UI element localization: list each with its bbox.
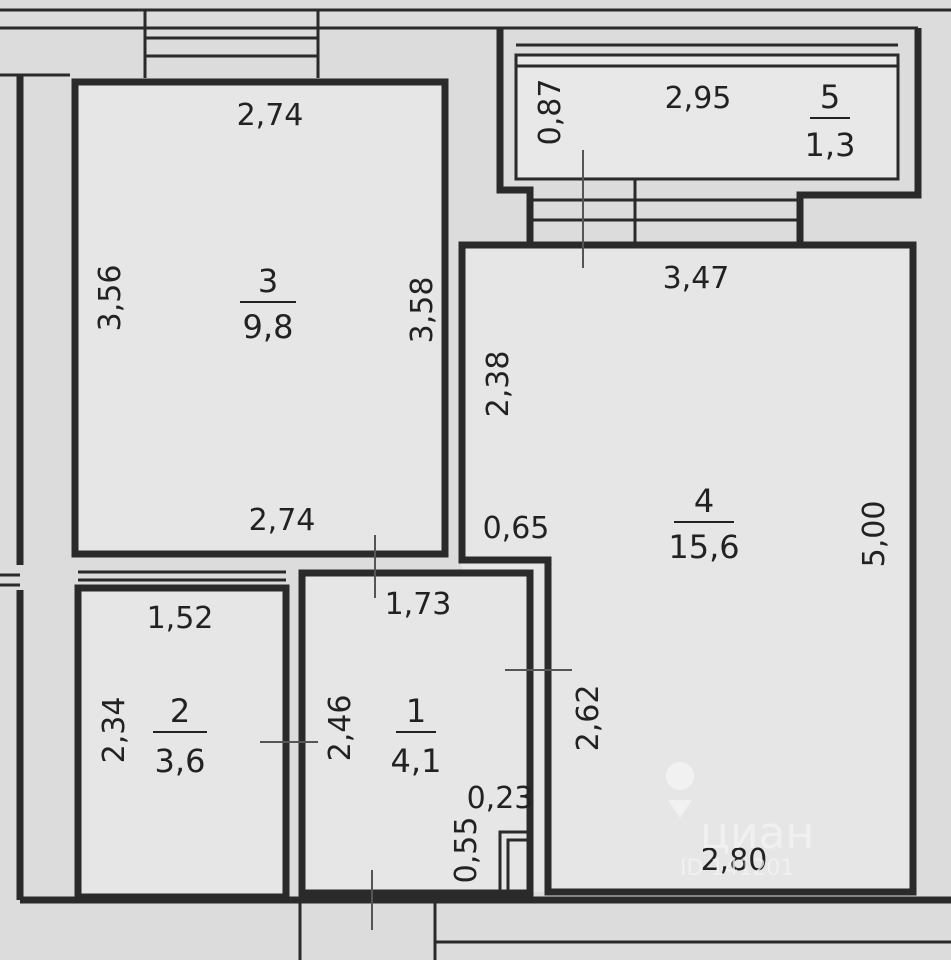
- room-4-label: 4 15,6: [668, 482, 739, 566]
- room-5-area: [518, 55, 898, 177]
- room-1-area: [302, 575, 530, 895]
- room-1-niche: [498, 830, 530, 893]
- location-pin-icon: [666, 762, 695, 818]
- room-1-label: 1 4,1: [391, 692, 442, 780]
- room-3-area-value: 9,8: [243, 308, 294, 346]
- room-1-number: 1: [406, 692, 426, 730]
- dim-room4-step: 0,65: [483, 511, 550, 546]
- room-2-number: 2: [170, 692, 190, 730]
- dim-room3-bottom: 2,74: [249, 503, 316, 538]
- dim-room1-left: 2,46: [323, 695, 358, 762]
- watermark: циан ID 141201: [666, 762, 814, 881]
- dim-room4-left-upper: 2,38: [481, 351, 516, 418]
- dim-room3-top: 2,74: [237, 98, 304, 133]
- dim-room4-left-lower: 2,62: [571, 685, 606, 752]
- top-exterior-wall: [0, 8, 951, 78]
- room-1-walls: [298, 569, 534, 897]
- dim-balcony-depth: 0,87: [533, 79, 568, 146]
- room-5-label: 5 1,3: [805, 78, 856, 164]
- dim-room4-right: 5,00: [857, 501, 892, 568]
- dim-room1-niche-width: 0,23: [467, 781, 534, 816]
- dim-room4-top: 3,47: [663, 261, 730, 296]
- room-5-area-value: 1,3: [805, 126, 856, 164]
- watermark-brand: циан: [700, 808, 814, 859]
- room-2-label: 2 3,6: [153, 692, 207, 780]
- door-markers: [260, 150, 584, 930]
- dim-room2-left: 2,34: [97, 697, 132, 764]
- dim-balcony-width: 2,95: [665, 81, 732, 116]
- dim-room3-right: 3,58: [405, 277, 440, 344]
- watermark-id: ID 141201: [680, 856, 794, 881]
- room-3-label: 3 9,8: [240, 262, 296, 346]
- room-3-walls: [71, 78, 449, 558]
- left-neighbor-wall: [0, 73, 70, 900]
- room-2-area: [78, 590, 284, 896]
- room-1-area-value: 4,1: [391, 742, 442, 780]
- room-5-number: 5: [820, 78, 840, 116]
- room-3-number: 3: [258, 262, 278, 300]
- dim-room3-left: 3,56: [93, 265, 128, 332]
- dim-room1-niche-height: 0,55: [449, 817, 484, 884]
- room-2-area-value: 3,6: [155, 742, 206, 780]
- bottom-exterior-wall: [20, 896, 951, 960]
- dim-room2-top: 1,52: [147, 601, 214, 636]
- room-4-number: 4: [694, 482, 714, 520]
- room-3-area: [75, 82, 445, 552]
- dim-room4-bottom: 2,80: [701, 843, 768, 878]
- dim-room1-top: 1,73: [385, 587, 452, 622]
- balcony-walls: [496, 26, 922, 245]
- room-4-walls: [458, 241, 917, 896]
- room-4-area-value: 15,6: [668, 528, 739, 566]
